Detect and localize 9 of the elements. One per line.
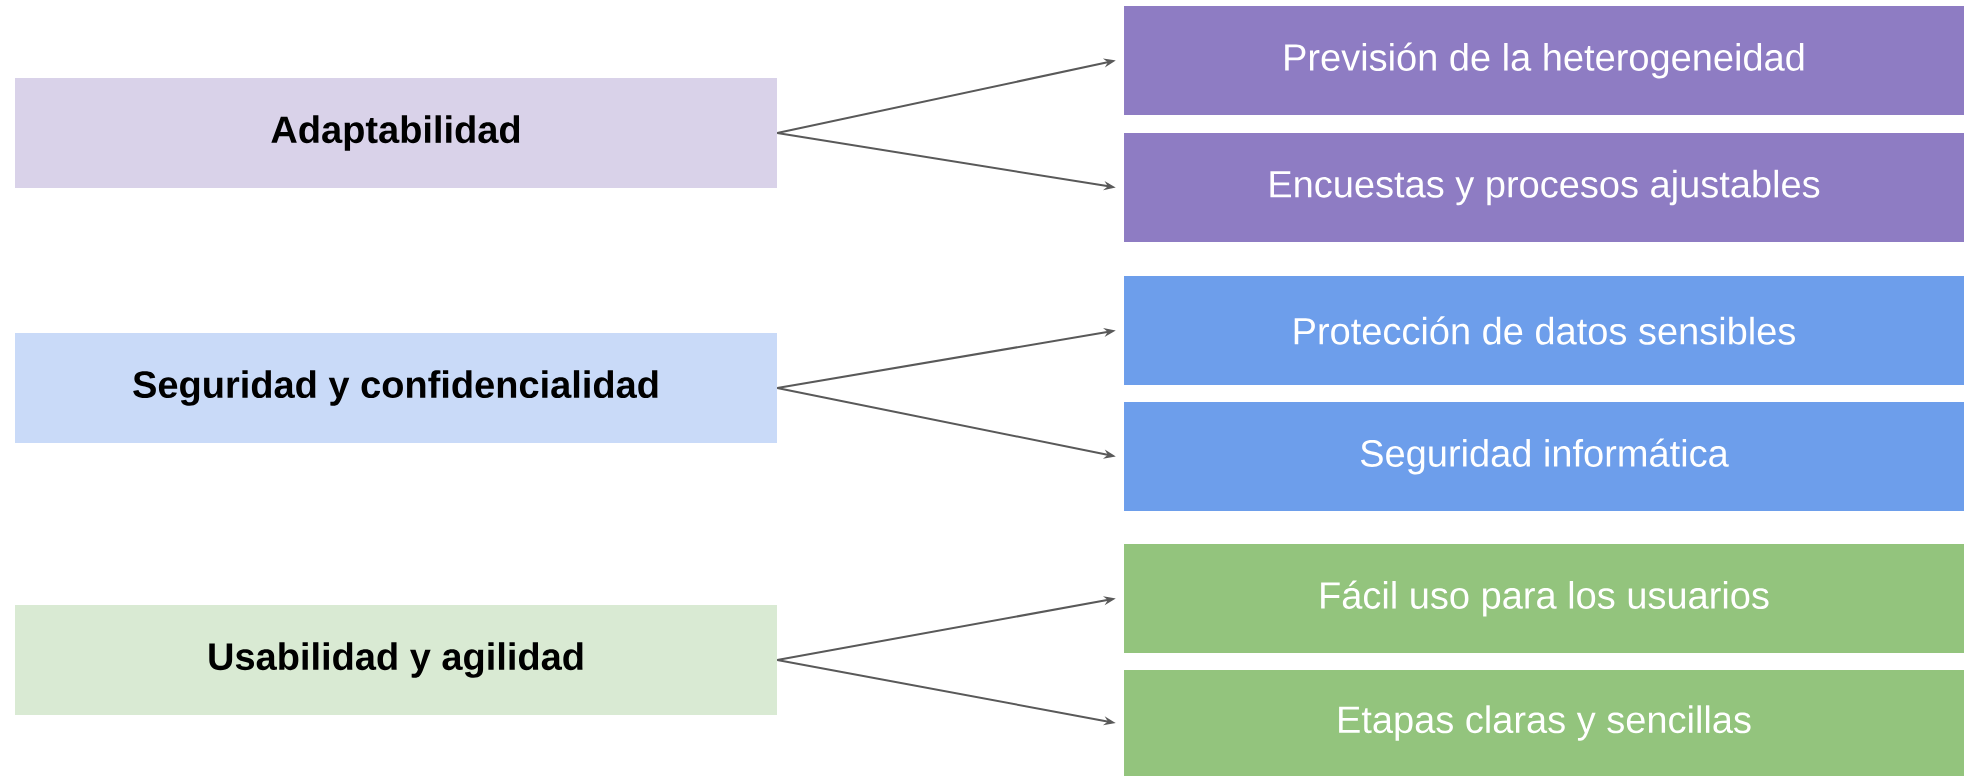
item-box: Previsión de la heterogeneidad — [1124, 6, 1964, 115]
item-box: Etapas claras y sencillas — [1124, 670, 1964, 776]
item-box: Seguridad informática — [1124, 402, 1964, 511]
category-box: Seguridad y confidencialidad — [15, 333, 777, 443]
category-box: Usabilidad y agilidad — [15, 605, 777, 715]
item-box: Encuestas y procesos ajustables — [1124, 133, 1964, 242]
category-box: Adaptabilidad — [15, 78, 777, 188]
item-box: Fácil uso para los usuarios — [1124, 544, 1964, 653]
item-box: Protección de datos sensibles — [1124, 276, 1964, 385]
